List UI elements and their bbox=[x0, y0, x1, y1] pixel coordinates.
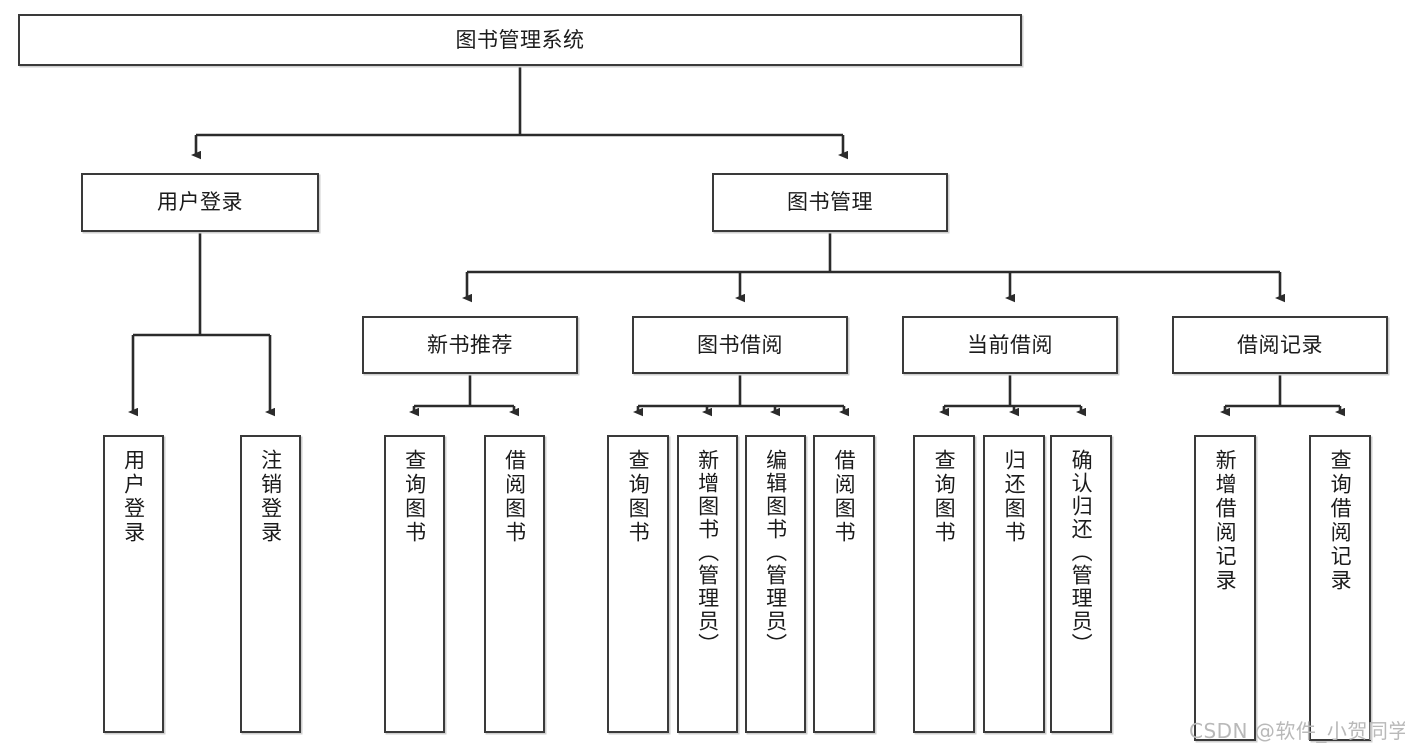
node-current-borrow-label: 当前借阅 bbox=[967, 332, 1053, 357]
node-leaf-query-book-cur-label: 查询图书 bbox=[932, 449, 957, 545]
node-leaf-user-login[interactable]: 用户登录 bbox=[103, 435, 164, 733]
node-new-book-rec[interactable]: 新书推荐 bbox=[362, 316, 578, 374]
node-new-book-rec-label: 新书推荐 bbox=[427, 332, 513, 357]
node-leaf-add-record[interactable]: 新增借阅记录 bbox=[1194, 435, 1256, 741]
node-leaf-query-book-rec[interactable]: 查询图书 bbox=[384, 435, 445, 733]
node-leaf-add-book[interactable]: 新增图书（管理员） bbox=[677, 435, 738, 733]
node-borrow-record-label: 借阅记录 bbox=[1237, 332, 1323, 357]
node-leaf-return-book-label: 归还图书 bbox=[1002, 449, 1027, 545]
node-book-borrow-label: 图书借阅 bbox=[697, 332, 783, 357]
node-leaf-query-book-cur[interactable]: 查询图书 bbox=[913, 435, 975, 733]
node-leaf-confirm-return[interactable]: 确认归还（管理员） bbox=[1050, 435, 1112, 733]
node-leaf-query-book-borrow-label: 查询图书 bbox=[626, 449, 651, 545]
node-leaf-borrow-book-label: 借阅图书 bbox=[832, 449, 857, 545]
node-root-label: 图书管理系统 bbox=[455, 27, 585, 52]
node-leaf-add-record-label: 新增借阅记录 bbox=[1213, 449, 1238, 593]
node-user-login-label: 用户登录 bbox=[157, 190, 243, 215]
node-leaf-confirm-return-label: 确认归还（管理员） bbox=[1069, 449, 1094, 656]
node-leaf-user-login-label: 用户登录 bbox=[121, 449, 146, 545]
node-leaf-query-record-label: 查询借阅记录 bbox=[1328, 449, 1353, 593]
node-leaf-query-book-rec-label: 查询图书 bbox=[402, 449, 427, 545]
node-leaf-edit-book[interactable]: 编辑图书（管理员） bbox=[745, 435, 806, 733]
node-leaf-borrow-book[interactable]: 借阅图书 bbox=[813, 435, 875, 733]
node-book-manage-label: 图书管理 bbox=[787, 190, 873, 215]
node-borrow-record[interactable]: 借阅记录 bbox=[1172, 316, 1388, 374]
node-leaf-borrow-book-rec[interactable]: 借阅图书 bbox=[484, 435, 545, 733]
node-leaf-query-book-borrow[interactable]: 查询图书 bbox=[607, 435, 669, 733]
node-book-manage[interactable]: 图书管理 bbox=[712, 173, 948, 232]
node-current-borrow[interactable]: 当前借阅 bbox=[902, 316, 1118, 374]
node-leaf-return-book[interactable]: 归还图书 bbox=[983, 435, 1045, 733]
node-root[interactable]: 图书管理系统 bbox=[18, 14, 1022, 66]
node-book-borrow[interactable]: 图书借阅 bbox=[632, 316, 848, 374]
node-leaf-borrow-book-rec-label: 借阅图书 bbox=[502, 449, 527, 545]
node-leaf-edit-book-label: 编辑图书（管理员） bbox=[763, 449, 788, 656]
node-leaf-query-record[interactable]: 查询借阅记录 bbox=[1309, 435, 1371, 741]
node-leaf-logout-label: 注销登录 bbox=[258, 449, 283, 545]
node-leaf-logout[interactable]: 注销登录 bbox=[240, 435, 301, 733]
node-user-login[interactable]: 用户登录 bbox=[81, 173, 319, 232]
node-leaf-add-book-label: 新增图书（管理员） bbox=[695, 449, 720, 656]
csdn-watermark: CSDN @软件_小贺同学 bbox=[1189, 719, 1405, 743]
